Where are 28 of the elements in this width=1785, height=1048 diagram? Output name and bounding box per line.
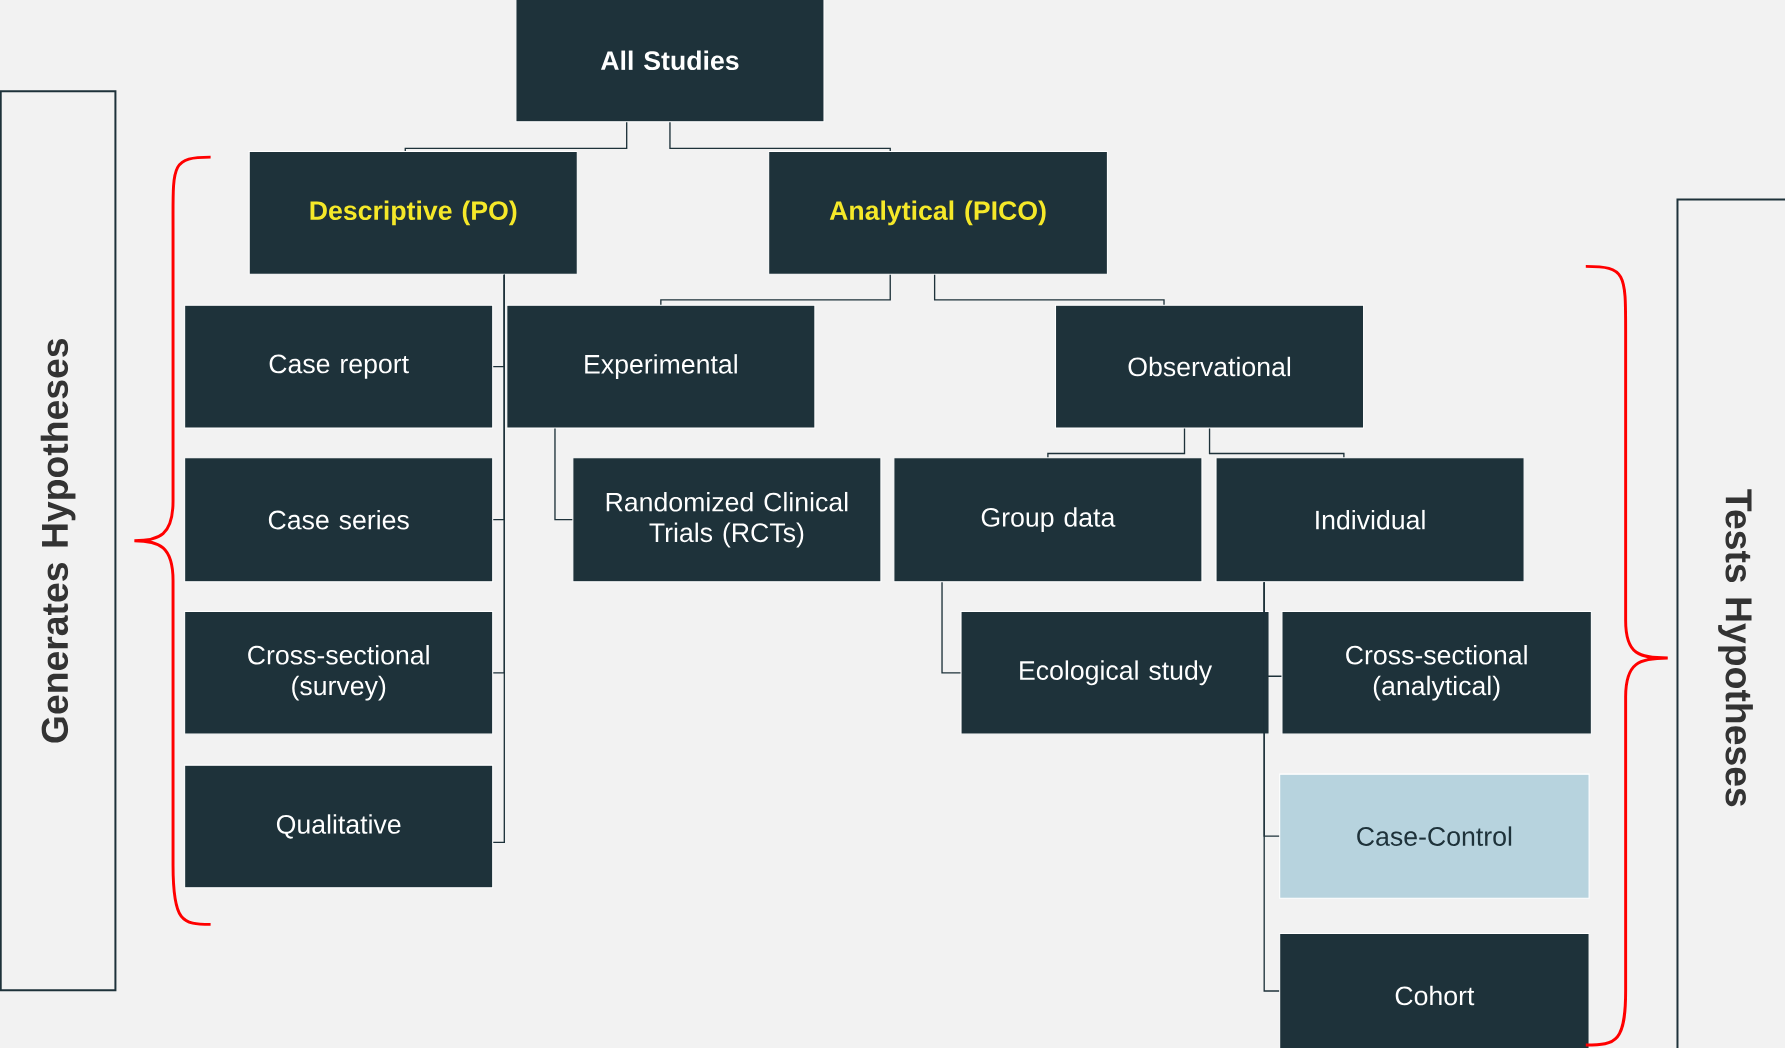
study-type-box: Ecological study bbox=[960, 610, 1270, 735]
study-type-box: Observational bbox=[1055, 304, 1365, 429]
label-box: Tests Hypotheses bbox=[1676, 198, 1785, 1048]
study-type-box: Randomized Clinical Trials (RCTs) bbox=[572, 456, 882, 582]
connector-line bbox=[660, 273, 891, 306]
connector-line bbox=[492, 273, 505, 843]
connector-line bbox=[941, 581, 962, 674]
connector-line bbox=[1208, 427, 1345, 458]
category-box: Analytical (PICO) bbox=[768, 150, 1108, 275]
connector-line bbox=[933, 273, 1165, 306]
connector-line bbox=[669, 121, 891, 152]
study-type-box: Individual bbox=[1215, 456, 1525, 582]
connector-line bbox=[404, 121, 628, 152]
category-box: Descriptive (PO) bbox=[248, 150, 578, 275]
study-type-box: Experimental bbox=[506, 304, 816, 429]
study-type-box: Case-Control bbox=[1279, 773, 1590, 899]
connector-line bbox=[554, 427, 573, 521]
connector-line bbox=[1047, 427, 1186, 458]
study-type-box: Case report bbox=[184, 304, 494, 429]
category-box: All Studies bbox=[515, 0, 825, 122]
study-type-box: Cross-sectional (survey) bbox=[184, 610, 494, 735]
study-type-box: Cross-sectional (analytical) bbox=[1281, 610, 1592, 735]
study-type-box: Case series bbox=[184, 456, 494, 582]
study-type-box: Cohort bbox=[1279, 932, 1590, 1048]
study-type-box: Qualitative bbox=[184, 764, 494, 889]
label-box: Generates Hypotheses bbox=[0, 90, 117, 991]
study-type-box: Group data bbox=[893, 456, 1203, 582]
connector-line bbox=[1263, 581, 1280, 992]
